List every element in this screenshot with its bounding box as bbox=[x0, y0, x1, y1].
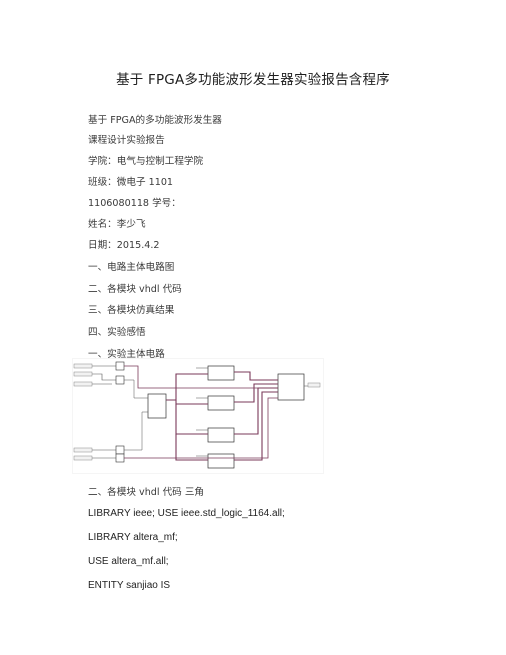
circuit-schematic bbox=[72, 358, 324, 474]
text-line: 四、实验感悟 bbox=[88, 327, 146, 338]
text-line: 三、各模块仿真结果 bbox=[88, 305, 175, 316]
code-heading: 二、各模块 vhdl 代码 三角 bbox=[88, 487, 205, 498]
text-line: 课程设计实验报告 bbox=[88, 135, 165, 146]
text-line: 一、电路主体电路图 bbox=[88, 262, 175, 273]
text-line: 1106080118 学号： bbox=[88, 198, 181, 209]
code-line: USE altera_mf.all; bbox=[88, 556, 169, 567]
text-line: 学院：电气与控制工程学院 bbox=[88, 156, 204, 167]
code-line: ENTITY sanjiao IS bbox=[88, 580, 171, 591]
code-line: LIBRARY altera_mf; bbox=[88, 532, 178, 543]
document-title: 基于 FPGA多功能波形发生器实验报告含程序 bbox=[116, 72, 390, 88]
text-line: 姓名：李少飞 bbox=[88, 219, 146, 230]
code-line: LIBRARY ieee; USE ieee.std_logic_1164.al… bbox=[88, 508, 285, 519]
text-line: 基于 FPGA的多功能波形发生器 bbox=[88, 115, 222, 126]
text-line: 班级：微电子 1101 bbox=[88, 177, 174, 188]
text-line: 一、实验主体电路 bbox=[88, 349, 165, 360]
text-line: 二、各模块 vhdl 代码 bbox=[88, 284, 182, 295]
text-line: 日期：2015.4.2 bbox=[88, 240, 160, 251]
